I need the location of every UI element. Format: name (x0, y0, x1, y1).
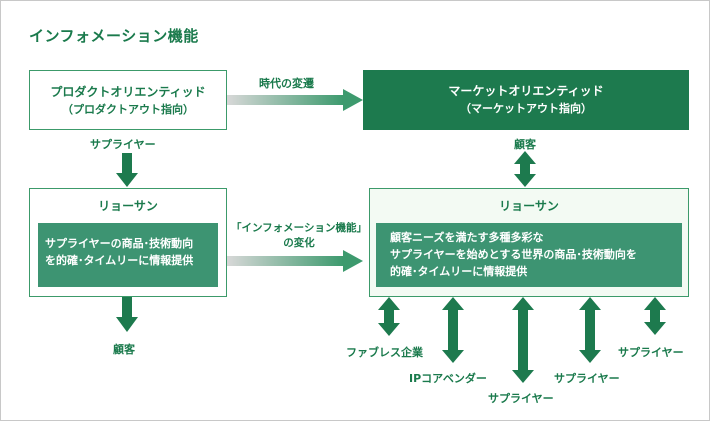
partner-fabless-label: ファブレス企業 (346, 346, 423, 359)
partner-supplier-center-label: サプライヤー (488, 392, 554, 405)
customer-bottom-label: 顧客 (113, 343, 135, 356)
arrow-ipcore (442, 297, 464, 363)
market-oriented-subtitle: （マーケットアウト指向） (460, 102, 592, 115)
product-oriented-box: プロダクトオリエンティッド （プロダクトアウト指向） (29, 70, 227, 130)
partner-ipcore-label: IPコアベンダー (409, 372, 487, 385)
supplier-label: サプライヤー (90, 138, 156, 151)
ryosan-left-box: リョーサン サプライヤーの商品･技術動向 を的確･タイムリーに情報提供 (29, 188, 227, 297)
ryosan-left-content: サプライヤーの商品･技術動向 を的確･タイムリーに情報提供 (38, 223, 218, 287)
partner-supplier-right-label: サプライヤー (554, 372, 620, 385)
ryosan-left-line1: サプライヤーの商品･技術動向 (45, 237, 194, 250)
arrow-supplier-center (512, 297, 534, 383)
function-change-label: 「インフォメーション機能」 の変化 (229, 221, 369, 251)
arrow-ryosan-to-customer (116, 297, 138, 332)
arrow-function-change (227, 250, 363, 272)
ryosan-right-line3: 的確･タイムリーに情報提供 (390, 265, 528, 278)
ryosan-left-header: リョーサン (98, 199, 158, 213)
ryosan-right-box: リョーサン 顧客ニーズを満たす多種多彩な サプライヤーを始めとする世界の商品･技… (369, 188, 689, 297)
market-oriented-title: マーケットオリエンティッド (448, 84, 604, 98)
arrow-customer-ryosan (514, 151, 536, 187)
ryosan-right-line2: サプライヤーを始めとする世界の商品･技術動向を (390, 248, 637, 261)
arrow-era-change (227, 89, 363, 111)
customer-top-label: 顧客 (514, 138, 536, 151)
product-oriented-subtitle: （プロダクトアウト指向） (62, 103, 194, 116)
function-change-line2: の変化 (283, 237, 315, 249)
function-change-line1: 「インフォメーション機能」 (231, 222, 367, 234)
ryosan-right-line1: 顧客ニーズを満たす多種多彩な (390, 231, 544, 244)
era-change-label: 時代の変遷 (259, 77, 314, 90)
ryosan-left-line2: を的確･タイムリーに情報提供 (45, 254, 194, 267)
market-oriented-box: マーケットオリエンティッド （マーケットアウト指向） (363, 70, 689, 130)
arrow-supplier-to-ryosan (116, 153, 138, 187)
ryosan-right-content: 顧客ニーズを満たす多種多彩な サプライヤーを始めとする世界の商品･技術動向を 的… (376, 223, 682, 287)
arrow-supplier-right (579, 297, 601, 363)
arrow-supplier-far-right (644, 297, 666, 335)
arrow-fabless (378, 297, 400, 336)
product-oriented-title: プロダクトオリエンティッド (50, 85, 206, 99)
ryosan-right-header: リョーサン (499, 199, 559, 213)
partner-supplier-far-right-label: サプライヤー (618, 346, 684, 359)
diagram-title: インフォメーション機能 (29, 27, 199, 45)
